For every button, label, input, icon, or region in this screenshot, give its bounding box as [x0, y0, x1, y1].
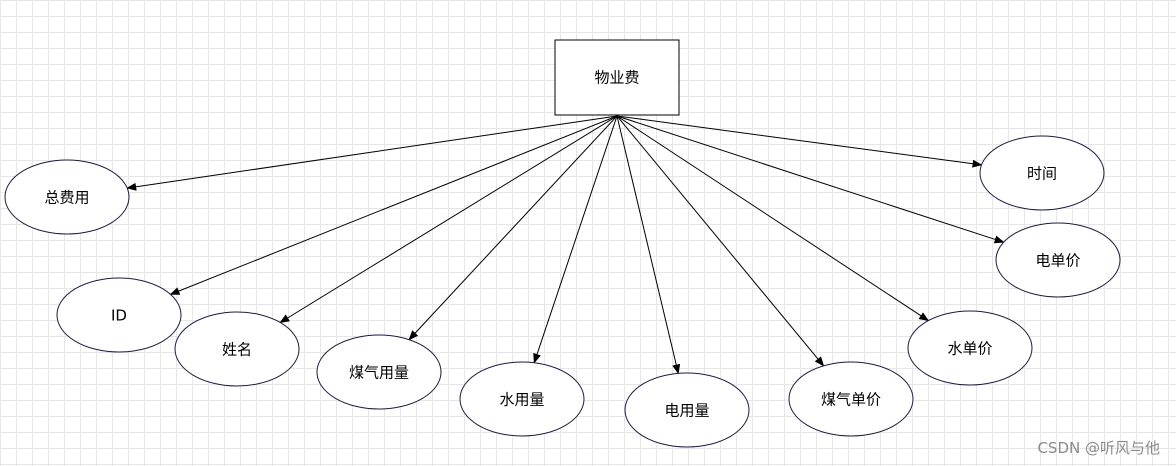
relation-arrow: [169, 115, 618, 295]
relation-arrow: [126, 115, 618, 191]
attribute-ellipse: [995, 222, 1121, 298]
attribute-label: 水单价: [947, 340, 992, 358]
attribute-gas-usage[interactable]: 煤气用量: [316, 334, 442, 410]
relation-arrow: [616, 115, 930, 322]
relation-arrow: [616, 115, 1005, 244]
attribute-electric-price[interactable]: 电单价: [995, 222, 1121, 298]
relation-arrow: [616, 115, 983, 168]
root-entity-box: [554, 39, 680, 116]
attribute-ellipse: [316, 334, 442, 410]
relation-arrow: [533, 115, 618, 364]
attribute-label: 姓名: [222, 341, 252, 359]
attribute-label: 时间: [1027, 165, 1057, 183]
edges-group: [126, 115, 1005, 375]
attribute-label: 煤气单价: [821, 391, 881, 409]
attribute-label: 总费用: [44, 189, 89, 207]
attribute-id[interactable]: ID: [56, 277, 182, 353]
attribute-ellipse: [907, 310, 1033, 386]
root-entity[interactable]: 物业费: [554, 39, 680, 116]
attribute-ellipse: [174, 311, 300, 387]
root-entity-label: 物业费: [594, 69, 639, 87]
attribute-label: 电单价: [1035, 252, 1080, 270]
attribute-water-price[interactable]: 水单价: [907, 310, 1033, 386]
attribute-nodes: 总费用 ID 姓名 煤气用量 水用量 电用量 煤气单价 水单价: [4, 135, 1121, 448]
relation-arrow: [616, 115, 825, 367]
relation-arrow: [616, 115, 681, 375]
relation-arrow: [408, 115, 618, 341]
attribute-label: 煤气用量: [349, 364, 409, 382]
watermark-text: CSDN @听风与他: [1037, 439, 1160, 457]
attribute-electric-usage[interactable]: 电用量: [624, 372, 750, 448]
attribute-ellipse: [979, 135, 1105, 211]
attribute-label: ID: [111, 307, 127, 325]
attribute-water-usage[interactable]: 水用量: [459, 361, 585, 437]
attribute-gas-price[interactable]: 煤气单价: [788, 361, 914, 437]
attribute-time[interactable]: 时间: [979, 135, 1105, 211]
attribute-label: 水用量: [499, 391, 544, 409]
attribute-ellipse: [624, 372, 750, 448]
attribute-label: 电用量: [664, 402, 709, 420]
attribute-ellipse: [788, 361, 914, 437]
attribute-ellipse: [4, 159, 130, 235]
relation-arrow: [279, 115, 618, 324]
attribute-ellipse: [459, 361, 585, 437]
attribute-total-fee[interactable]: 总费用: [4, 159, 130, 235]
attribute-ellipse: [56, 277, 182, 353]
attribute-name[interactable]: 姓名: [174, 311, 300, 387]
